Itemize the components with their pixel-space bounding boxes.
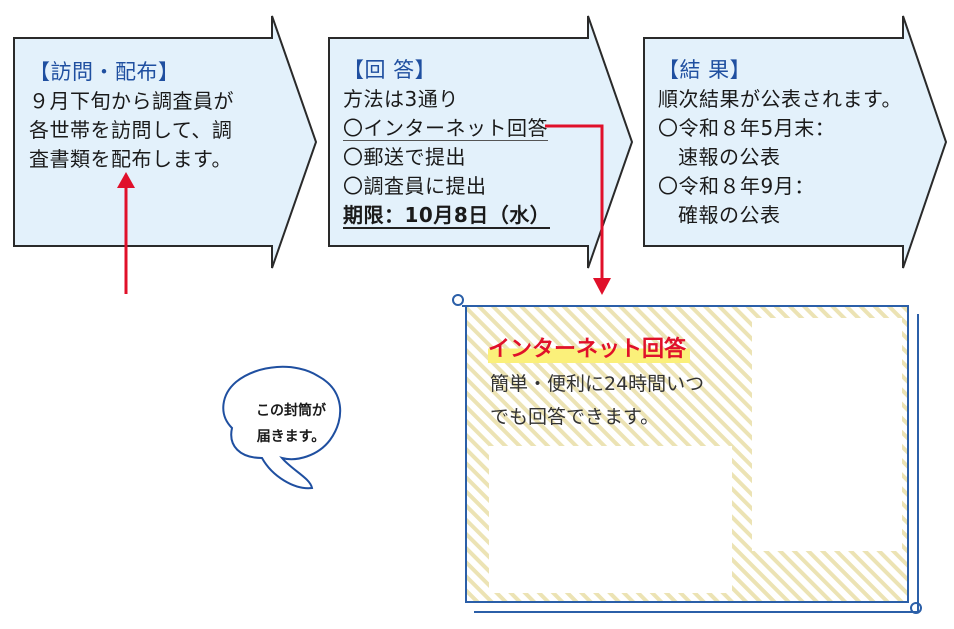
step-arrow-result bbox=[643, 15, 948, 269]
step-visit-line: 各世帯を訪問して、調 bbox=[29, 118, 233, 142]
panel-white-box-top bbox=[752, 318, 902, 551]
step-result-text: 【結 果】 順次結果が公表されます。 〇令和８年5月末： 速報の公表 〇令和８年… bbox=[658, 56, 902, 230]
step-visit-text: 【訪問・配布】 ９月下旬から調査員が 各世帯を訪問して、調 査書類を配布します。 bbox=[29, 58, 234, 174]
step-answer-heading: 【回 答】 bbox=[343, 58, 437, 82]
envelope-note-line: 届きます。 bbox=[256, 429, 326, 445]
internet-desc-line: 簡単・便利に24時間いつ bbox=[490, 373, 705, 395]
pointer-down-arrow bbox=[545, 124, 611, 295]
step-arrow-answer bbox=[328, 15, 634, 269]
deadline: 期限：10月8日（水） bbox=[343, 203, 551, 229]
internet-panel-border bbox=[452, 294, 922, 614]
result-detail-final: 確報の公表 bbox=[678, 203, 781, 227]
result-date-final: 〇令和８年9月： bbox=[658, 174, 815, 198]
internet-panel-title: インターネット回答 bbox=[488, 331, 691, 363]
step-result-intro: 順次結果が公表されます。 bbox=[658, 87, 902, 111]
method-mail: 〇郵送で提出 bbox=[343, 145, 466, 169]
step-visit-line: 査書類を配布します。 bbox=[29, 147, 232, 171]
step-visit-heading: 【訪問・配布】 bbox=[29, 60, 180, 84]
result-date-preliminary: 〇令和８年5月末： bbox=[658, 116, 836, 140]
internet-panel-description: 簡単・便利に24時間いつ でも回答できます。 bbox=[490, 368, 740, 434]
panel-white-box-bottom bbox=[489, 446, 732, 593]
envelope-note: この封筒が 届きます。 bbox=[236, 398, 346, 450]
method-enumerator: 〇調査員に提出 bbox=[343, 174, 487, 198]
step-arrow-visit bbox=[13, 15, 318, 269]
step-answer-text: 【回 答】 方法は3通り 〇インターネット回答 〇郵送で提出 〇調査員に提出 期… bbox=[343, 56, 551, 230]
envelope-note-line: この封筒が bbox=[256, 403, 326, 419]
method-internet: 〇インターネット回答 bbox=[343, 116, 548, 141]
pointer-up-arrow bbox=[117, 172, 135, 294]
speech-bubble bbox=[222, 365, 342, 490]
internet-desc-line: でも回答できます。 bbox=[490, 406, 660, 428]
step-visit-line: ９月下旬から調査員が bbox=[29, 89, 234, 113]
step-result-heading: 【結 果】 bbox=[658, 58, 752, 82]
step-answer-intro: 方法は3通り bbox=[343, 87, 459, 111]
result-detail-preliminary: 速報の公表 bbox=[678, 145, 781, 169]
